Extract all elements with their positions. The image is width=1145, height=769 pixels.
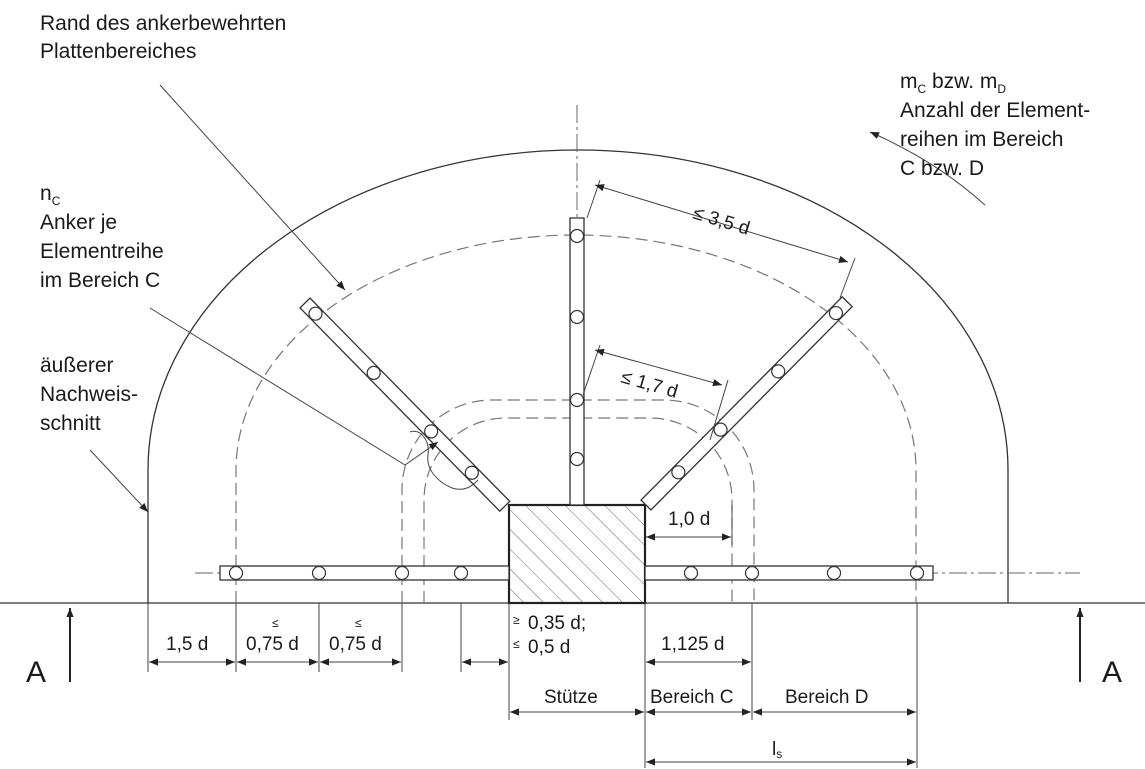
anchor-head	[909, 565, 925, 581]
dim-line-3-5	[594, 184, 849, 263]
label-m-sub-c: C	[918, 82, 927, 96]
anchor-head	[744, 565, 760, 581]
dim-1-0: 1,0 d	[668, 509, 710, 530]
rail-left	[219, 565, 510, 581]
anchor-head	[828, 305, 844, 321]
anchor-head	[569, 451, 585, 467]
dim-stuetze: Stütze	[544, 687, 598, 708]
label-n-sub: C	[52, 194, 61, 208]
rail-diagonal-right	[640, 295, 854, 511]
section-label-left: A	[26, 656, 46, 689]
anchor-head	[713, 422, 728, 437]
bottom-extension-lines	[147, 603, 918, 768]
label-m-sub-d: D	[997, 82, 1006, 96]
anchor-head	[424, 424, 439, 439]
label-outer-2: Nachweis-	[40, 383, 138, 406]
label-m-2: Anzahl der Element-	[900, 99, 1090, 122]
outer-control-perimeter	[147, 149, 1009, 603]
anchor-head	[311, 565, 327, 581]
dim-ls-sub: s	[776, 747, 782, 761]
le-symbol-b: ≤	[355, 616, 362, 630]
dim-0-75-a: 0,75 d	[246, 634, 299, 655]
anchor-head	[771, 364, 786, 379]
leader-outer	[89, 449, 149, 513]
label-rand-2: Plattenbereiches	[40, 40, 196, 63]
dim-ls: ls	[772, 739, 782, 761]
dim-0-5: 0,5 d	[528, 637, 570, 658]
label-m-main: m	[900, 70, 918, 93]
rail-vertical	[569, 217, 585, 506]
anchor-head	[826, 565, 842, 581]
label-m-1: mC bzw. mD	[900, 70, 1006, 96]
section-label-right: A	[1102, 656, 1122, 689]
label-n-4: im Bereich C	[40, 269, 160, 292]
le-symbol-c: ≤	[513, 637, 520, 651]
label-outer-1: äußerer	[40, 354, 114, 377]
rail-diagonal-left	[299, 297, 511, 513]
anchor-head	[569, 228, 585, 244]
anchor-region-edge	[235, 234, 917, 603]
anchor-head	[453, 565, 469, 581]
le-symbol-a: ≤	[272, 616, 279, 630]
column-section	[507, 503, 647, 605]
label-m-3: reihen im Bereich	[900, 128, 1063, 151]
dim-ext-1-7-b	[709, 379, 729, 441]
label-n-2: Anker je	[40, 211, 117, 234]
label-m-4: C bzw. D	[900, 157, 984, 180]
dim-1-5: 1,5 d	[166, 634, 208, 655]
dim-0-35: 0,35 d;	[528, 613, 586, 634]
rail-right	[644, 565, 934, 581]
dim-line-1-7	[594, 348, 723, 387]
n-c-brace	[409, 430, 479, 490]
label-n-1: nC	[40, 182, 61, 208]
anchor-head	[228, 565, 244, 581]
anchor-head	[671, 465, 686, 480]
anchor-head	[366, 365, 381, 380]
anchor-head	[683, 565, 699, 581]
dim-ls-main: l	[772, 739, 776, 760]
anchor-head	[464, 465, 479, 480]
dim-1-125: 1,125 d	[661, 634, 724, 655]
anchor-head	[569, 309, 585, 325]
dim-ext-3-5-b	[839, 257, 856, 299]
label-rand-1: Rand des ankerbewehrten	[40, 12, 286, 35]
dim-0-75-b: 0,75 d	[329, 634, 382, 655]
anchor-head	[569, 392, 585, 408]
dim-ext-1-7-a	[582, 344, 601, 396]
dim-bereich-c: Bereich C	[650, 687, 733, 708]
label-m-mid: bzw. m	[926, 70, 997, 93]
inner-perimeter-outer	[401, 399, 755, 603]
ge-symbol: ≥	[513, 613, 520, 627]
leader-rand	[159, 84, 346, 291]
rotation-arrow	[869, 131, 986, 206]
label-n-main: n	[40, 182, 52, 205]
dim-1-7: ≤ 1,7 d	[619, 367, 681, 403]
leader-n-c	[149, 307, 439, 466]
label-n-3: Elementreihe	[40, 240, 164, 263]
dim-3-5: ≤ 3,5 d	[691, 203, 753, 240]
dim-bereich-d: Bereich D	[785, 687, 868, 708]
anchor-head	[394, 565, 410, 581]
label-outer-3: schnitt	[40, 412, 101, 435]
anchor-head	[308, 306, 323, 321]
